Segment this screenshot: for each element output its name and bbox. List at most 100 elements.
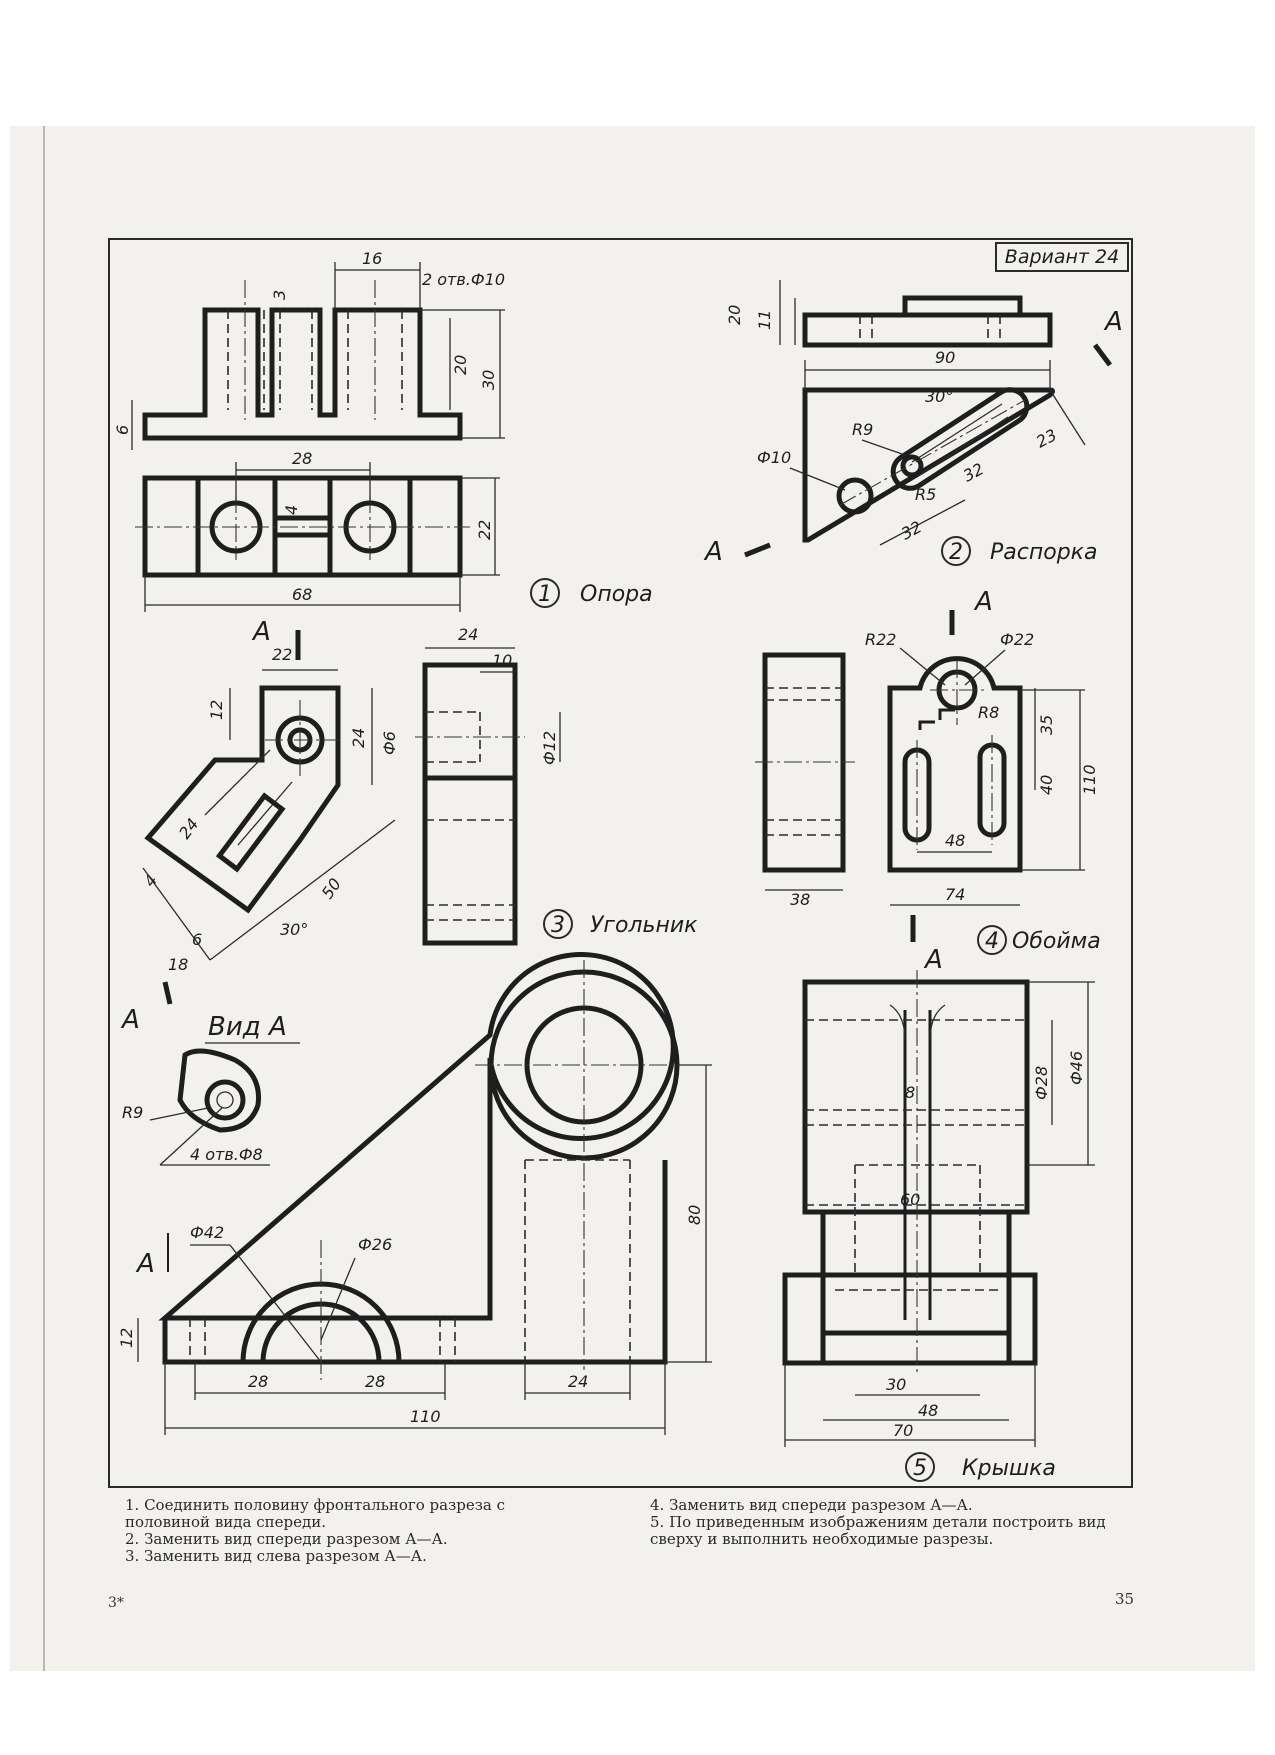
part3-side-view: 24 10 Ф6 Ф12 (380, 625, 561, 946)
part3-name: Угольник (590, 913, 698, 938)
p3-dim-24a: 24 (349, 728, 368, 748)
p5-dim-phi46: Ф46 (1067, 1051, 1086, 1085)
part2-number: 2 (949, 540, 963, 565)
p4-dim-74: 74 (945, 885, 965, 904)
p4-dim-38: 38 (790, 890, 810, 909)
part1-number: 1 (538, 582, 552, 607)
p5-dim-12: 12 (117, 1328, 136, 1348)
p5-dim-28a: 28 (248, 1372, 268, 1391)
binding-gutter (43, 126, 45, 1671)
p2-dim-32b: 32 (898, 517, 925, 543)
tasks-right: 4. Заменить вид спереди разрезом А—А. 5.… (650, 1497, 1120, 1548)
view-a-title: Вид A (208, 1012, 287, 1042)
p2-dim-90: 90 (935, 348, 955, 367)
p2-dim-30deg: 30° (925, 387, 953, 406)
p3-dim-phi12: Ф12 (540, 731, 559, 765)
p5-dim-phi28: Ф28 (1032, 1066, 1051, 1100)
part1-front-view (142, 280, 463, 441)
part5-number: 5 (913, 1456, 927, 1481)
part4-label: 4 Обойма (977, 925, 1101, 955)
part2-label: 2 Распорка (941, 536, 1097, 566)
p4-section-a-bottom: A (923, 945, 943, 975)
p2-dim-r5: R5 (915, 485, 936, 504)
page-footer-left: 3* (108, 1595, 124, 1611)
p3-dim-10: 10 (492, 651, 512, 670)
p5-dim-28b: 28 (365, 1372, 385, 1391)
p4-dim-r22: R22 (865, 630, 896, 649)
p2-dim-20: 20 (725, 305, 744, 325)
p3-dim-18: 18 (168, 955, 188, 974)
part5-label: 5 Крышка (905, 1452, 1056, 1482)
task-2: 2. Заменить вид спереди разрезом А—А. (125, 1530, 448, 1548)
p5-dim-48: 48 (918, 1401, 938, 1420)
drawing-frame (108, 238, 1133, 1488)
dim-16: 16 (362, 249, 382, 268)
p2-section-a-top: A (1103, 307, 1123, 337)
p5-dim-70: 70 (893, 1421, 913, 1440)
dim-4: 4 (282, 505, 301, 515)
view-a-holes: 4 отв.Ф8 (190, 1145, 263, 1164)
dim-22: 22 (475, 520, 494, 540)
part1-label: 1 Опора (530, 578, 653, 608)
p5-dim-24: 24 (568, 1372, 588, 1391)
part3-section-marks: A A (120, 617, 301, 1035)
part3-number: 3 (551, 913, 565, 938)
dim-68: 68 (292, 585, 312, 604)
p4-dim-35: 35 (1037, 715, 1056, 735)
part5-side-view: 8 Ф28 Ф46 60 30 48 70 (782, 970, 1095, 1447)
dim-2-holes: 2 отв.Ф10 (422, 270, 505, 289)
p4-dim-phi22: Ф22 (1000, 630, 1034, 649)
part2-front-view: 20 11 (725, 280, 1053, 348)
part5-front-view: Ф42 Ф26 12 28 28 24 80 110 A (117, 952, 712, 1435)
part2-name: Распорка (990, 540, 1097, 565)
p2-dim-23: 23 (1033, 425, 1060, 451)
task-3: 3. Заменить вид слева разрезом А—А. (125, 1547, 427, 1565)
part1-top-view (135, 475, 470, 578)
p5-arrow-a: A (135, 1249, 155, 1279)
p2-dim-r9: R9 (852, 420, 873, 439)
p3-section-a-top: A (251, 617, 271, 647)
variant-label: Вариант 24 (995, 242, 1129, 272)
part2-section-marks: A A (703, 307, 1123, 567)
p3-dim-24c: 24 (458, 625, 478, 644)
p3-dim-22: 22 (272, 645, 292, 664)
dim-28: 28 (292, 449, 312, 468)
p4-dim-40: 40 (1037, 775, 1056, 795)
task-5: 5. По приведенным изображениям детали по… (650, 1513, 1106, 1548)
part4-side-view: 38 (755, 652, 855, 909)
view-a-r9: R9 (122, 1103, 143, 1122)
part4-section-marks: A A (910, 587, 993, 975)
p3-dim-30deg: 30° (280, 920, 308, 939)
p4-dim-r8: R8 (978, 703, 999, 722)
task-1: 1. Соединить половину фронтального разре… (125, 1496, 506, 1531)
dim-20: 20 (451, 355, 470, 375)
p3-dim-phi6: Ф6 (380, 731, 399, 755)
p4-dim-110: 110 (1080, 764, 1099, 795)
part3-label: 3 Угольник (543, 909, 698, 939)
part1-name: Опора (580, 582, 653, 607)
p3-section-a-bottom: A (120, 1005, 140, 1035)
p5-dim-80: 80 (685, 1205, 704, 1225)
part4-number: 4 (985, 929, 999, 954)
page-sheet (10, 126, 1255, 1671)
p3-dim-50: 50 (318, 875, 345, 903)
tasks-left: 1. Соединить половину фронтального разре… (125, 1497, 590, 1565)
p2-dim-11: 11 (755, 310, 774, 330)
part4-name: Обойма (1012, 929, 1101, 954)
page-number: 35 (1115, 1590, 1135, 1608)
dim-6: 6 (113, 425, 132, 435)
p3-dim-12: 12 (207, 700, 226, 720)
view-a: Вид A R9 4 отв.Ф8 (122, 1012, 300, 1166)
p5-dim-phi26: Ф26 (358, 1235, 392, 1254)
task-4: 4. Заменить вид спереди разрезом А—А. (650, 1496, 973, 1514)
dim-30: 30 (479, 370, 498, 390)
p2-dim-phi10: Ф10 (757, 448, 791, 467)
p4-dim-48: 48 (945, 831, 965, 850)
p3-dim-6: 6 (192, 930, 202, 949)
p5-dim-60: 60 (900, 1190, 920, 1209)
p5-dim-30: 30 (886, 1375, 906, 1394)
p2-dim-32a: 32 (960, 459, 987, 485)
dim-3: 3 (270, 290, 289, 300)
p2-section-a-bottom: A (703, 537, 723, 567)
